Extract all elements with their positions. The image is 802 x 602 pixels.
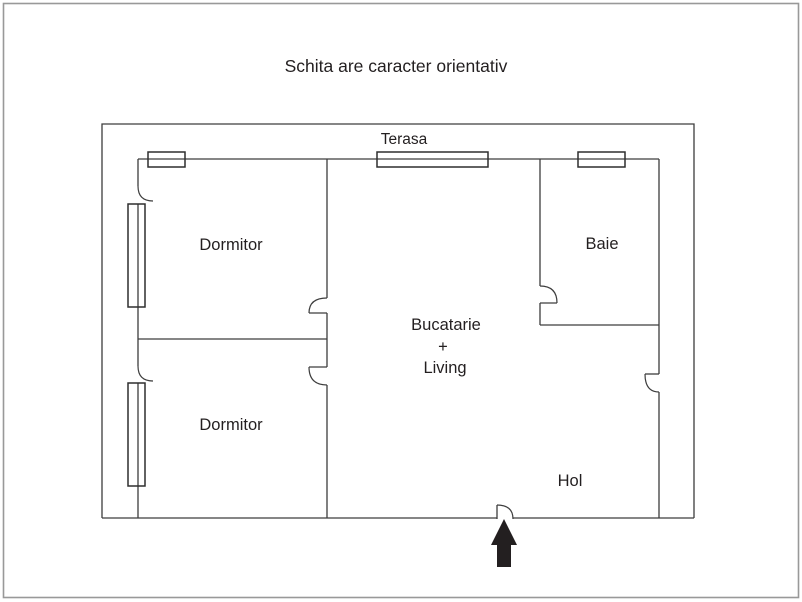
label-hol: Hol (558, 472, 583, 490)
terasa-window-left (147, 151, 186, 168)
hall-door-arc (644, 373, 660, 393)
label-dormitor-top: Dormitor (199, 236, 263, 254)
bedroom-top-window (127, 203, 146, 308)
bathroom-walls (539, 159, 659, 326)
bedroom-bottom-window (127, 382, 146, 487)
label-bucatarie-line2: + (438, 338, 448, 356)
label-dormitor-bottom: Dormitor (199, 416, 263, 434)
bedroom-bottom-window-arc (137, 365, 154, 382)
bathroom-window (577, 151, 626, 168)
disclaimer-title: Schita are caracter orientativ (285, 56, 508, 76)
terasa-window-center (376, 151, 489, 168)
label-baie: Baie (585, 235, 618, 253)
bedroom-bottom-door-arc (308, 366, 328, 386)
entrance-arrow-up-icon (491, 519, 517, 567)
label-terasa: Terasa (381, 131, 428, 148)
entrance-door-arc (496, 504, 514, 520)
bedroom-top-door-arc (308, 297, 328, 314)
bedroom-top-window-arc (137, 185, 154, 202)
outer-boundary-wall (101, 123, 695, 518)
label-bucatarie-line1: Bucatarie (411, 316, 481, 334)
label-bucatarie-line3: Living (423, 359, 466, 377)
bathroom-door-arc (539, 285, 558, 304)
